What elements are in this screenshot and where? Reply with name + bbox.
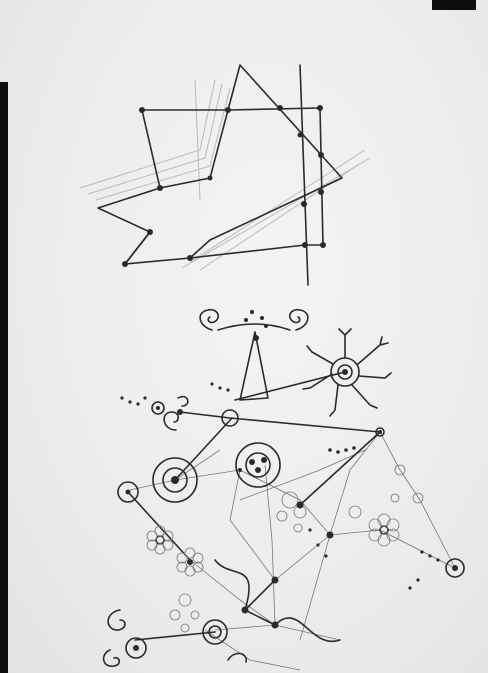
concentric-nodes <box>118 428 464 658</box>
curl-ornament-top <box>200 310 308 341</box>
starburst-flower <box>303 329 391 416</box>
pencil-construction-lines <box>80 80 370 270</box>
curl-ornament-bottom <box>104 560 340 666</box>
polygon-vertex-dots <box>122 105 326 267</box>
ring-clusters <box>170 465 423 632</box>
geometric-figure <box>80 65 370 285</box>
organic-network <box>104 310 464 670</box>
spiral-cluster-left <box>120 382 238 430</box>
scattered-dots <box>238 446 440 628</box>
network-thin-lines <box>130 432 455 670</box>
